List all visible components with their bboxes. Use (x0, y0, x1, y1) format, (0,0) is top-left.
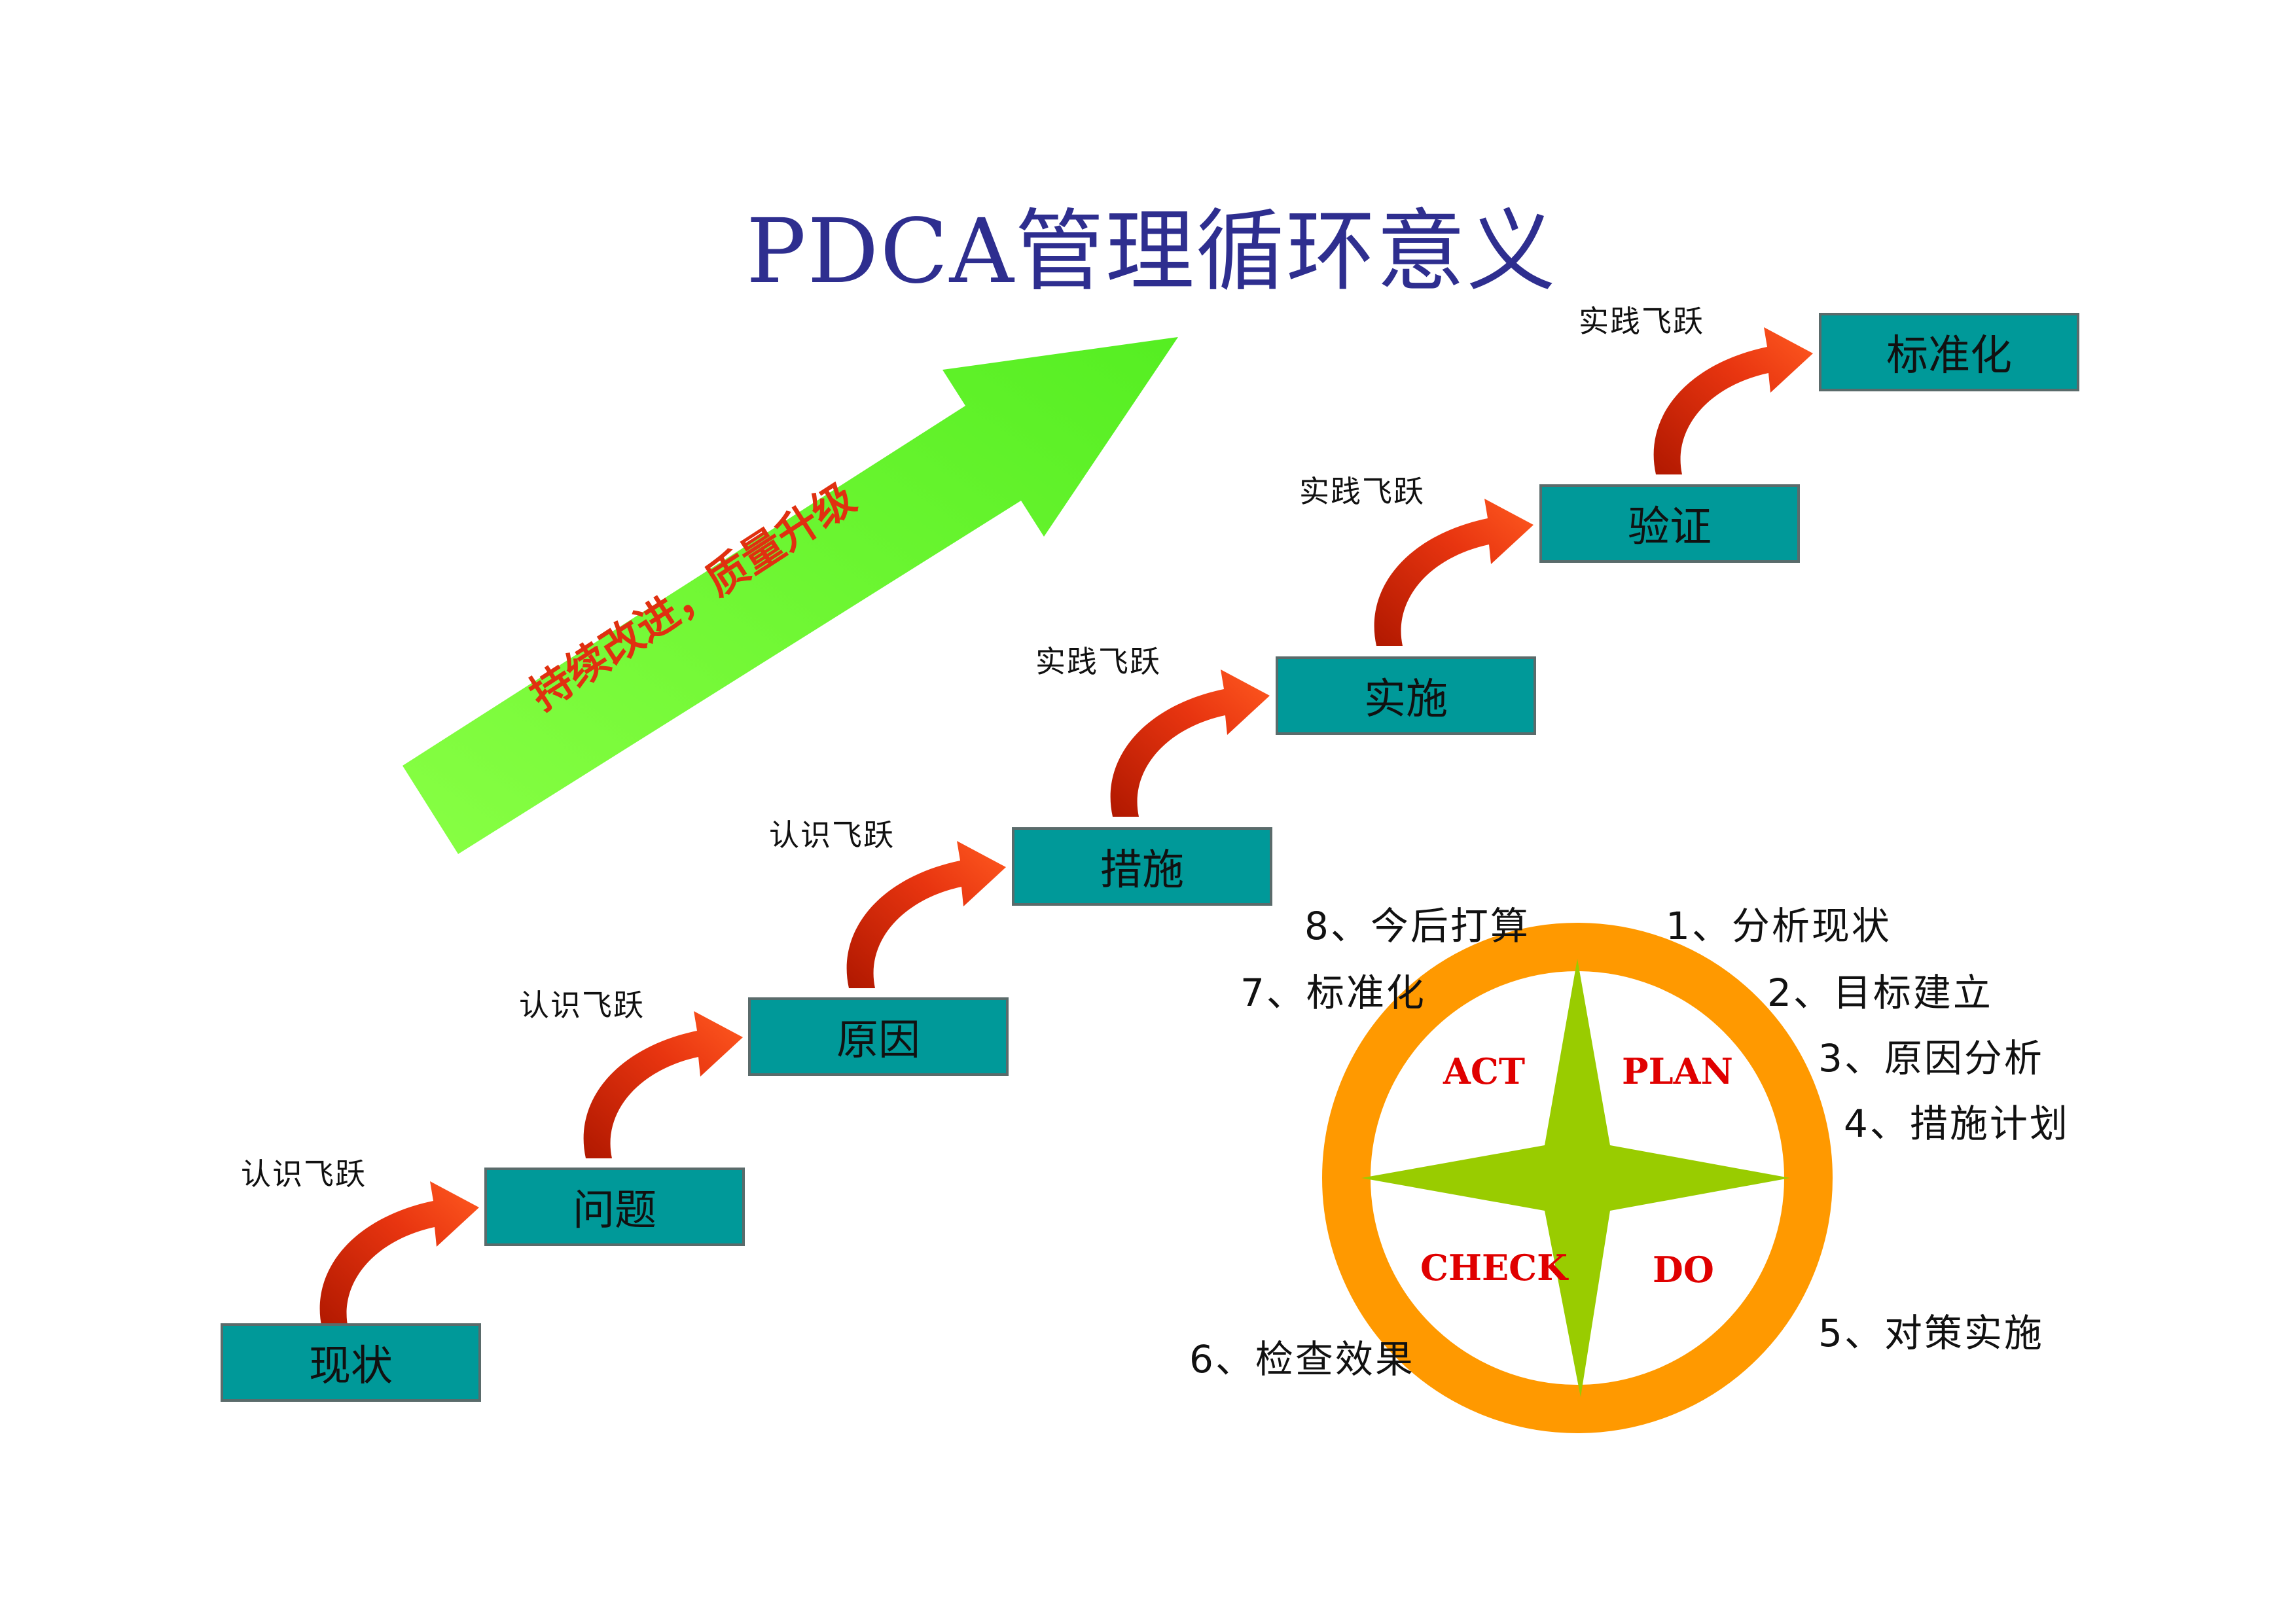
leap-label: 实践飞跃 (1579, 304, 1704, 339)
cycle-step-8: 8、今后打算 (1304, 904, 1530, 948)
stair-box-problem: 问题 (484, 1168, 745, 1246)
leap-label: 实践飞跃 (1035, 644, 1161, 679)
stair-box-measures: 措施 (1012, 827, 1272, 906)
stair-box-standardization: 标准化 (1819, 313, 2079, 391)
compass-star (1361, 959, 1790, 1397)
leap-label: 认识飞跃 (769, 817, 895, 853)
cycle-step-6: 6、检查效果 (1189, 1337, 1415, 1382)
cycle-step-5: 5、对策实施 (1818, 1311, 2044, 1355)
cycle-step-1: 1、分析现状 (1666, 904, 1892, 948)
leap-label: 实践飞跃 (1299, 474, 1425, 509)
cycle-step-3: 3、原因分析 (1818, 1036, 2044, 1080)
stair-box-status-quo: 现状 (221, 1323, 481, 1402)
stair-box-verification: 验证 (1539, 484, 1800, 563)
cycle-ring (1322, 923, 1833, 1433)
quadrant-do: DO (1653, 1249, 1714, 1291)
cycle-step-2: 2、目标建立 (1767, 971, 1993, 1015)
big-arrow-shape (403, 337, 1178, 854)
page-title: PDCA管理循环意义 (746, 200, 1557, 304)
quadrant-act: ACT (1443, 1050, 1526, 1092)
stair-box-cause: 原因 (748, 997, 1009, 1076)
stair-box-implementation: 实施 (1276, 656, 1536, 735)
cycle-step-4: 4、措施计划 (1844, 1101, 2070, 1146)
quadrant-check: CHECK (1420, 1247, 1568, 1289)
leap-label: 认识飞跃 (519, 988, 645, 1023)
quadrant-plan: PLAN (1622, 1050, 1733, 1092)
cycle-step-7: 7、标准化 (1240, 971, 1426, 1015)
leap-label: 认识飞跃 (241, 1156, 367, 1192)
